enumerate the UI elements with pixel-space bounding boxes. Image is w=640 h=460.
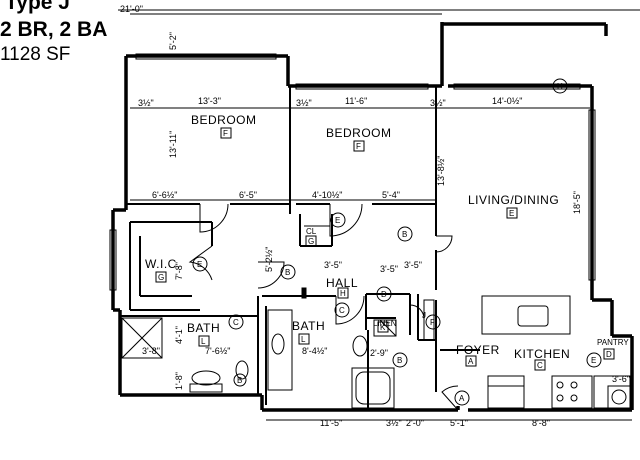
dim-half-4: 3½" xyxy=(386,418,402,428)
dim-half-2: 3½" xyxy=(296,98,312,108)
dim-closet-3: 4'-10½" xyxy=(312,190,342,200)
tag-e-circle: E xyxy=(197,260,202,269)
tag-c-circle: C xyxy=(233,318,239,327)
room-label-bedroom-2: BEDROOM xyxy=(326,126,392,140)
tag-e-circle-3: E xyxy=(591,356,596,365)
room-label-bath-1: BATH xyxy=(187,321,220,335)
room-label-closet: CL xyxy=(306,227,317,236)
dim-bottom-5: 3'-6" xyxy=(612,374,630,384)
plan-type-title: Type J xyxy=(5,0,70,14)
dim-bedroom1-depth: 13'-11" xyxy=(168,131,178,158)
dim-bottom-2: 2'-0" xyxy=(406,418,424,428)
dim-hall-a: 5'-2½" xyxy=(264,247,274,272)
dim-bath2-b: 2'-9" xyxy=(370,348,388,358)
room-label-living-dining: LIVING/DINING xyxy=(468,193,559,207)
tag-c: C xyxy=(537,361,543,370)
dim-living-depth: 18'-5" xyxy=(572,191,582,214)
dim-living-width: 14'-0½" xyxy=(492,96,522,106)
tag-e-1: E xyxy=(509,209,514,218)
tag-c-circle-2: C xyxy=(339,306,345,315)
tag-d-circle: D xyxy=(381,290,387,299)
tag-e-circle-2: E xyxy=(335,216,340,225)
dim-half-1: 3½" xyxy=(138,98,154,108)
finish-tags xyxy=(155,78,615,406)
dim-bottom-1: 11'-5" xyxy=(320,418,342,428)
room-label-linen: LINEN xyxy=(373,319,397,328)
dim-closet-4: 5'-4" xyxy=(382,190,400,200)
tag-b-circle-2: B xyxy=(285,268,290,277)
tag-l-1: L xyxy=(201,337,206,346)
dim-vertical-1: 5'-2" xyxy=(168,32,178,50)
tag-b-circle-4: B xyxy=(237,376,242,385)
dim-living-depth-2: 13'-8½" xyxy=(436,156,446,186)
square-footage: 1128 SF xyxy=(0,44,71,65)
dimension-ticks xyxy=(130,107,632,421)
room-label-wic: W.I.C. xyxy=(145,257,181,271)
tag-k: K xyxy=(380,323,386,332)
interior-walls xyxy=(120,86,480,408)
dim-bedroom1-width: 13'-3" xyxy=(198,96,221,106)
tag-j: J xyxy=(422,311,426,320)
dim-hall-b: 3'-5" xyxy=(324,260,342,270)
room-label-pantry: PANTRY xyxy=(597,338,629,347)
dim-top: 21'-0" xyxy=(120,4,143,14)
dimension-labels: 13'-3" 13'-11" 11'-6" 14'-0½" 18'-5" 13'… xyxy=(138,32,630,428)
tag-b-circle-3: B xyxy=(397,356,402,365)
dim-bottom-3: 5'-1" xyxy=(450,418,468,428)
tag-m: G xyxy=(308,237,314,246)
tag-f-1: F xyxy=(223,129,228,138)
dim-half-3: 3½" xyxy=(430,98,446,108)
fixtures xyxy=(121,225,631,409)
room-label-kitchen: KITCHEN xyxy=(514,347,570,361)
tag-h: H xyxy=(340,289,346,298)
tag-a-circle: A xyxy=(459,394,465,403)
dim-bath2-width: 8'-4½" xyxy=(302,346,327,356)
tag-l-2: L xyxy=(301,335,306,344)
room-label-bedroom-1: BEDROOM xyxy=(191,113,257,127)
dim-closet-2: 6'-5" xyxy=(239,190,257,200)
tag-d-pantry: D xyxy=(606,350,612,359)
dim-hall-c: 3'-5" xyxy=(380,264,398,274)
dim-wic-width: 3'-8" xyxy=(142,346,160,356)
dim-hall-d: 3'-5" xyxy=(404,260,422,270)
dim-bottom-4: 8'-8" xyxy=(532,418,550,428)
windows xyxy=(109,53,596,291)
dim-vertical-3: 1'-8" xyxy=(174,372,184,390)
dim-bath1-width: 7'-6½" xyxy=(205,346,230,356)
dim-wic-depth: 7'-8" xyxy=(174,262,184,280)
dim-closet-1: 6'-6½" xyxy=(152,190,177,200)
tag-b-circle: B xyxy=(402,230,407,239)
finish-tag-letters: F F E G H L L K A C D G H E C C D B E B … xyxy=(158,82,612,403)
dim-bedroom2-width: 11'-6" xyxy=(345,96,367,106)
tag-g: G xyxy=(158,273,164,282)
tag-h-circle: H xyxy=(557,82,563,91)
room-label-foyer: FOYER xyxy=(456,343,500,357)
tag-f-2: F xyxy=(356,142,361,151)
exterior-walls xyxy=(111,22,634,412)
room-label-bath-2: BATH xyxy=(292,319,325,333)
doors xyxy=(188,203,459,411)
bed-bath-count: 2 BR, 2 BA xyxy=(0,18,108,41)
tag-a-1: A xyxy=(468,357,474,366)
dim-vertical-2: 4'-1" xyxy=(174,326,184,344)
tag-f-circle: F xyxy=(430,318,435,327)
room-label-hall: HALL xyxy=(326,276,358,290)
